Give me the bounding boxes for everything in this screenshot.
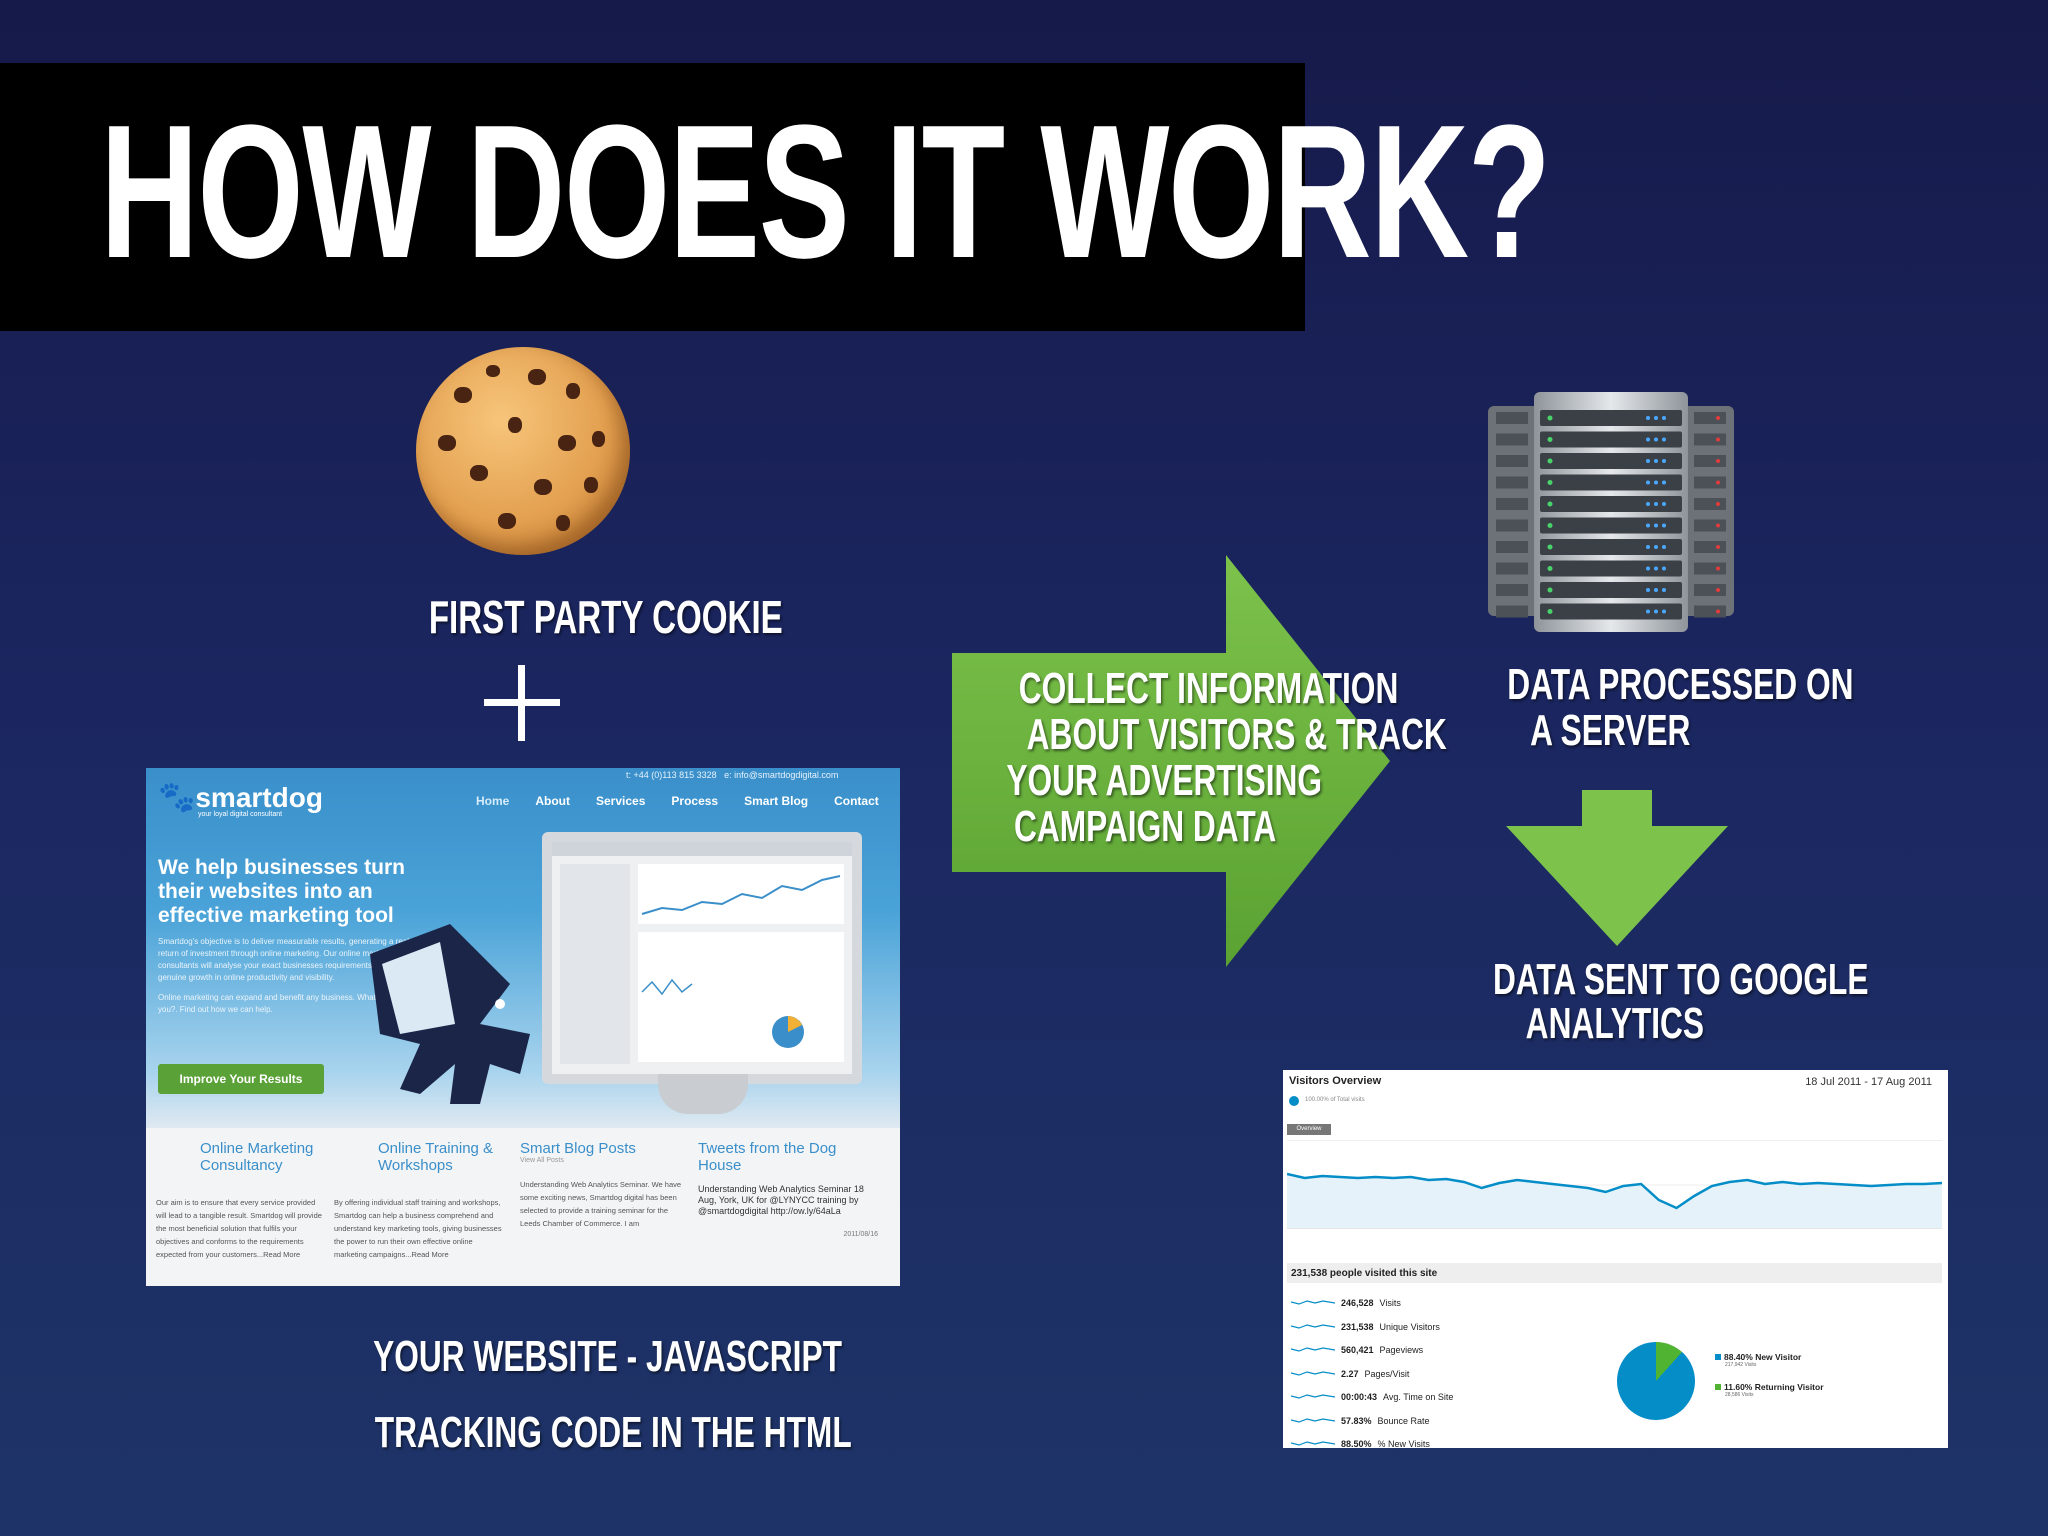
arrow-text: COLLECT INFORMATION ABOUT VISITORS & TRA… [1006, 664, 1447, 851]
down-arrow-icon [1506, 790, 1728, 946]
ga-label: DATA SENT TO GOOGLE ANALYTICS [1493, 955, 1869, 1048]
right-arrow-icon [952, 555, 1390, 967]
site-logo: 🐾smartdog your loyal digital consultant [158, 781, 323, 818]
ga-segment-dot [1289, 1096, 1299, 1106]
nav-about: About [535, 794, 570, 808]
sparkline-icon [1291, 1300, 1335, 1305]
site-contact: t: +44 (0)113 815 3328 e: info@smartdogd… [626, 770, 839, 780]
ga-stat-label: Pages/Visit [1364, 1368, 1410, 1379]
monitor-stand [658, 1074, 748, 1114]
ga-stat-row: 88.50% % New Visits [1291, 1439, 1430, 1448]
ga-line-chart [1287, 1140, 1942, 1229]
plus-icon [484, 665, 560, 741]
ga-stat-label: Unique Visitors [1379, 1321, 1440, 1332]
ga-stat-value: 00:00:43 [1341, 1392, 1378, 1402]
sparkline-icon [1291, 1347, 1335, 1352]
ga-stat-value: 57.83% [1341, 1415, 1372, 1426]
ga-overview-tab: Overview [1287, 1124, 1331, 1135]
ga-stat-value: 88.50% [1341, 1439, 1372, 1448]
server-label: DATA PROCESSED ON A SERVER [1507, 660, 1854, 755]
ga-stat-label: Avg. Time on Site [1383, 1392, 1454, 1402]
ga-summary: 231,538 people visited this site [1291, 1268, 1438, 1279]
nav-services: Services [596, 794, 646, 808]
cookie-label: FIRST PARTY COOKIE [428, 591, 783, 643]
ga-stat-row: 57.83% Bounce Rate [1291, 1416, 1430, 1426]
monitor-image [542, 832, 862, 1084]
ga-stat-value: 2.27 [1341, 1368, 1359, 1379]
improve-results-button: Improve Your Results [158, 1064, 324, 1094]
ga-stat-row: 231,538 Unique Visitors [1291, 1322, 1440, 1332]
ga-stat-row: 00:00:43 Avg. Time on Site [1291, 1392, 1453, 1402]
ga-title: Visitors Overview [1289, 1075, 1382, 1087]
nav-contact: Contact [834, 794, 879, 808]
nav-process: Process [671, 794, 719, 808]
ga-legend-new: 88.40% New Visitor 217,942 Visits [1715, 1352, 1801, 1368]
ga-legend-returning: 11.60% Returning Visitor 28,586 Visits [1715, 1382, 1824, 1398]
website-screenshot: t: +44 (0)113 815 3328 e: info@smartdogd… [146, 768, 900, 1286]
col-blog: Smart Blog Posts View All Posts Understa… [520, 1140, 682, 1228]
ga-stat-label: Bounce Rate [1377, 1415, 1430, 1426]
site-nav: Home About Services Process Smart Blog C… [476, 794, 879, 808]
server-icon [1488, 392, 1734, 632]
website-label-line2: TRACKING CODE IN THE HTML [374, 1408, 852, 1457]
nav-smart-blog: Smart Blog [744, 794, 809, 808]
nav-home: Home [476, 794, 510, 808]
cookie-icon [416, 347, 630, 555]
ga-segment-label: 100.00% of Total visits [1305, 1097, 1365, 1103]
ga-stat-label: % New Visits [1377, 1439, 1430, 1448]
ga-stat-row: 246,528 Visits [1291, 1298, 1401, 1308]
col-tweets: Tweets from the Dog House Understanding … [698, 1140, 878, 1238]
ga-stat-value: 231,538 [1341, 1321, 1374, 1332]
ga-stat-value: 246,528 [1341, 1298, 1374, 1308]
sparkline-icon [1291, 1370, 1335, 1376]
ga-stat-row: 2.27 Pages/Visit [1291, 1369, 1409, 1379]
analytics-screenshot: Visitors Overview 18 Jul 2011 - 17 Aug 2… [1283, 1070, 1948, 1448]
sparkline-icon [1291, 1441, 1335, 1446]
ga-date-range: 18 Jul 2011 - 17 Aug 2011 [1805, 1076, 1932, 1088]
dog-mascot-icon [370, 924, 530, 1104]
ga-stat-value: 560,421 [1341, 1345, 1374, 1355]
website-label-line1: YOUR WEBSITE - JAVASCRIPT [373, 1332, 842, 1381]
ga-stat-row: 560,421 Pageviews [1291, 1345, 1423, 1355]
ga-pie-chart [1617, 1342, 1695, 1420]
title-bar [0, 63, 1305, 331]
col-consultancy: Online Marketing Consultancy Our aim is … [156, 1140, 322, 1259]
ga-summary-bar [1287, 1263, 1942, 1283]
sparkline-icon [1291, 1323, 1335, 1329]
ga-stat-label: Visits [1379, 1298, 1401, 1308]
site-body: Smartdog's objective is to deliver measu… [158, 937, 414, 1014]
slide-title: HOW DOES IT WORK? [100, 86, 1551, 298]
sparkline-icon [1291, 1417, 1335, 1423]
sparkline-icon [1291, 1394, 1335, 1399]
ga-stat-label: Pageviews [1379, 1345, 1424, 1355]
col-training: Online Training & Workshops By offering … [334, 1140, 502, 1259]
site-headline: We help businesses turn their websites i… [158, 856, 406, 927]
